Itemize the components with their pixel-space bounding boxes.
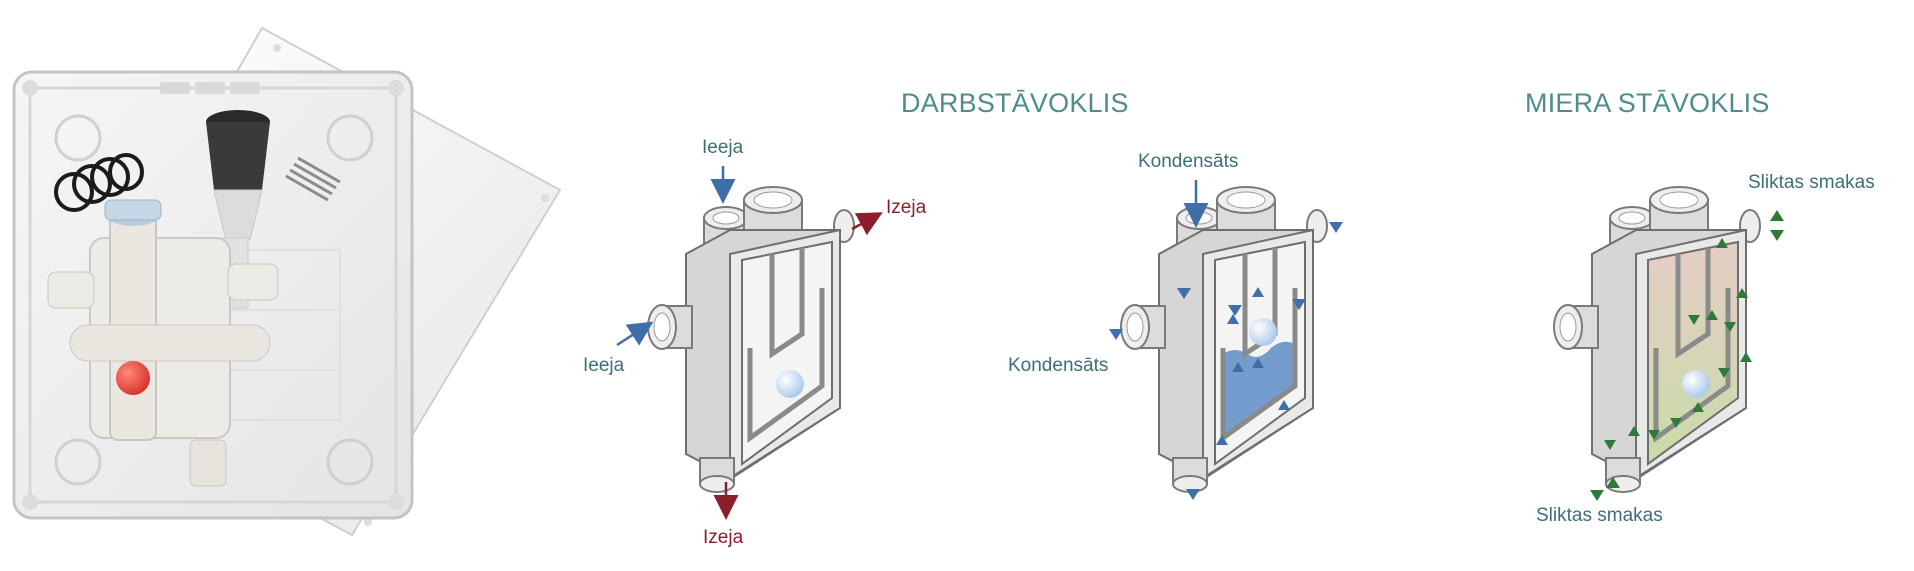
- float-ball: [116, 361, 150, 395]
- outlet-arrow-side: [851, 212, 883, 236]
- label-condensate-top: Kondensāts: [1138, 151, 1239, 172]
- inlet-arrow-side: [616, 321, 654, 347]
- odor-markers: [1590, 210, 1784, 501]
- heading-rest-state: MIERA STĀVOKLIS: [1525, 88, 1770, 118]
- water-level: [1223, 341, 1295, 438]
- label-odor-bottom: Sliktas smakas: [1536, 505, 1663, 526]
- odor-zone: [1647, 240, 1739, 466]
- trap-diagram-working: [647, 186, 855, 493]
- label-odor-top: Sliktas smakas: [1748, 172, 1875, 193]
- o-rings: [54, 153, 144, 212]
- screws: [285, 156, 341, 202]
- product-photo: [12, 26, 562, 537]
- flow-markers-condensate: [1109, 222, 1343, 500]
- trap-diagram-rest: [1553, 186, 1761, 493]
- label-outlet-side: Izeja: [886, 197, 927, 218]
- label-outlet-bottom: Izeja: [703, 527, 744, 548]
- label-condensate-side: Kondensāts: [1008, 355, 1109, 376]
- heading-working-state: DARBSTĀVOKLIS: [901, 88, 1129, 118]
- label-inlet-side: Ieeja: [583, 355, 625, 376]
- label-inlet-top: Ieeja: [702, 137, 744, 158]
- trap-diagram-condensate: [1120, 186, 1328, 493]
- trap-body: [47, 110, 279, 487]
